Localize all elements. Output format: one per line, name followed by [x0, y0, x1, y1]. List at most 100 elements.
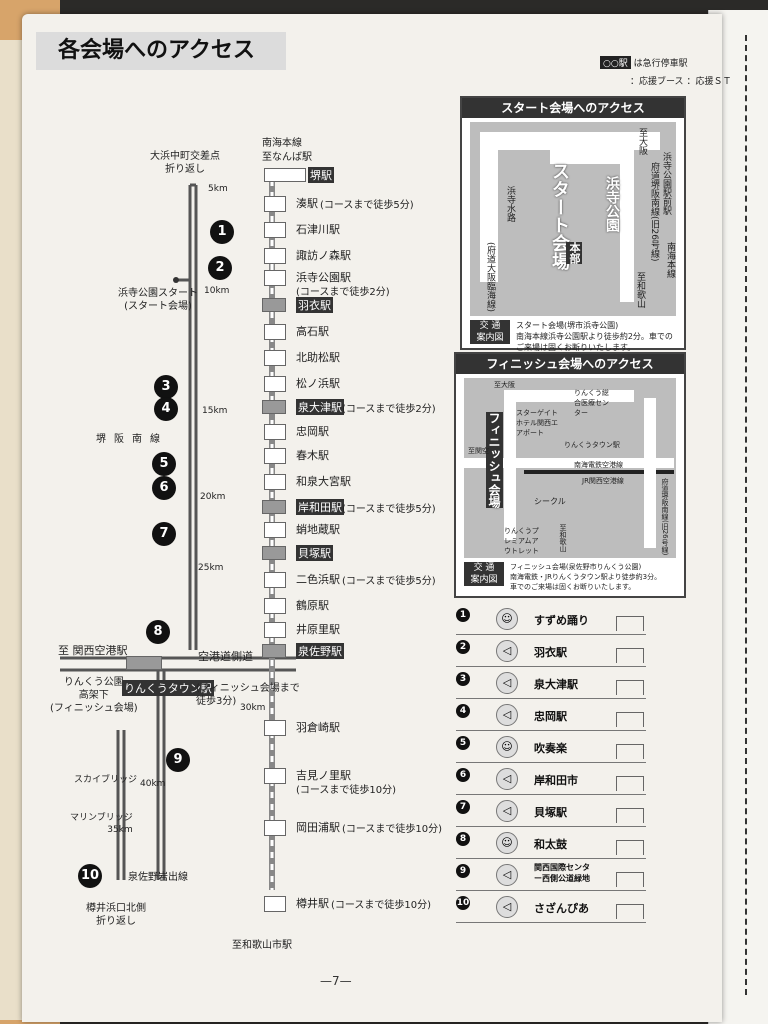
booth-bench-icon [616, 712, 644, 727]
start-map: スタート会場へのアクセス スタート会場 浜寺公園 本部 至大阪 府道堺阪南線(旧… [460, 96, 686, 352]
spot-marker-1: 1 [210, 220, 234, 244]
station-box [264, 896, 286, 912]
finish-map-header: フィニッシュ会場へのアクセス [456, 354, 684, 374]
spot-marker-9: 9 [166, 748, 190, 772]
marine-bridge-label: マリンブリッジ 35km [70, 813, 133, 835]
spot-marker-4: 4 [154, 397, 178, 421]
finish-map-info: 交 通 案内図 フィニッシュ会場(泉佐野市りんくう公園) 南海電鉄・JRりんくう… [464, 562, 676, 592]
rinku-station-box [126, 656, 162, 670]
station-box [262, 644, 286, 658]
spot-legend-row: 7◁貝塚駅 [456, 798, 646, 827]
finish-map-outlet: りんくうプレミアムアウトレット [504, 527, 539, 555]
station-box [262, 546, 286, 560]
finish-map-road-26: 府道堺阪南線(旧26号線) [661, 478, 669, 556]
booth-bench-icon [616, 904, 644, 919]
station-label: 湊駅 [296, 197, 318, 210]
legend-express-text: は急行停車駅 [633, 59, 688, 69]
booth-bench-icon [616, 872, 644, 887]
spot-legend-row: 8☺和太鼓 [456, 830, 646, 859]
finish-map-road-h1 [504, 390, 634, 402]
spot-marker-8: 8 [146, 620, 170, 644]
map-pin-icon: 4 [456, 704, 470, 718]
legend-support: ：応援ブース ：応援ＳＴ [630, 74, 731, 87]
finish-map-osaka: 至大阪 [494, 381, 515, 389]
finish-map-nankai: 南海電鉄空港線 [574, 461, 623, 469]
station-label: 鶴原駅 [296, 599, 329, 612]
megaphone-icon: ◁ [496, 896, 518, 918]
megaphone-icon: ◁ [496, 704, 518, 726]
station-box [264, 448, 286, 464]
legend-support-st: ：応援ＳＴ [686, 77, 732, 87]
smile-face-icon: ☺ [496, 832, 518, 854]
map-pin-icon: 1 [456, 608, 470, 622]
finish-map-hospital: りんくう総合医療センター [574, 389, 609, 417]
spot-name: 忠岡駅 [534, 710, 567, 723]
finish-map-jr: JR関西空港線 [582, 477, 624, 485]
kansai-label: 至 関西空港駅 [58, 644, 128, 657]
station-walk-note: (コースまで徒歩2分) [342, 404, 436, 415]
station-box [264, 820, 286, 836]
station-label: 樽井駅 [296, 897, 329, 910]
izumisano-road-label: 泉佐野岩出線 [128, 872, 188, 883]
start-map-venue: スタート会場 [549, 162, 570, 270]
start-map-road-26: 府道堺阪南線(旧26号線) [649, 162, 659, 262]
sky-bridge-label: スカイブリッジ [74, 775, 138, 785]
smile-face-icon: ☺ [496, 608, 518, 630]
station-box [264, 168, 306, 182]
finish-map-info-text: フィニッシュ会場(泉佐野市りんくう公園) 南海電鉄・JRりんくうタウン駅より徒歩… [510, 563, 662, 591]
finish-map-station: りんくうタウン駅 [564, 441, 620, 449]
to-namba-label: 至なんば駅 [262, 152, 312, 163]
spot-marker-5: 5 [152, 452, 176, 476]
start-map-park: 浜寺公園 [604, 176, 620, 232]
spot-name: 岸和田市 [534, 774, 578, 787]
station-label: 石津川駅 [296, 223, 340, 236]
station-walk-note: (コースまで徒歩5分) [342, 504, 436, 515]
finish-map-wakayama: 至和歌山 [559, 524, 567, 552]
start-map-body: スタート会場 浜寺公園 本部 至大阪 府道堺阪南線(旧26号線) 浜寺公園駅前駅… [470, 122, 676, 316]
station-label: 和泉大宮駅 [296, 475, 351, 488]
map-pin-icon: 3 [456, 672, 470, 686]
start-map-road-osaka: 至大阪 [637, 128, 647, 155]
station-walk-note: (コースまで徒歩10分) [296, 785, 397, 796]
station-label: 泉大津駅 [296, 399, 344, 415]
spot-name: 泉大津駅 [534, 678, 578, 691]
spot-name: 羽衣駅 [534, 646, 567, 659]
station-label: 羽衣駅 [296, 297, 333, 313]
spot-name: 和太鼓 [534, 838, 567, 851]
km-15: 15km [202, 406, 228, 416]
finish-map-seacle: シークル [534, 497, 566, 506]
map-pin-icon: 2 [456, 640, 470, 654]
bottom-turn-label: 樽井浜口北側 折り返し [86, 903, 146, 927]
megaphone-icon: ◁ [496, 640, 518, 662]
station-label: 岸和田駅 [296, 499, 344, 515]
station-box [264, 248, 286, 264]
legend-express: ○○駅 は急行停車駅 [600, 56, 688, 69]
page-number: —7— [320, 974, 352, 988]
station-walk-note: (コースまで徒歩5分) [320, 200, 414, 211]
station-box [264, 424, 286, 440]
finish-map-venue: フィニッシュ会場 [486, 412, 503, 508]
start-point-marker [173, 277, 179, 283]
road-label-mid: 堺阪南線 [96, 434, 168, 445]
start-map-nankai: 南海本線 [665, 242, 675, 278]
start-map-info-label: 交 通 案内図 [470, 320, 510, 344]
map-pin-icon: 9 [456, 864, 470, 878]
station-box [264, 572, 286, 588]
km-40: 40km [140, 779, 166, 789]
station-box [262, 298, 286, 312]
booth-bench-icon [616, 744, 644, 759]
booth-bench-icon [616, 808, 644, 823]
station-walk-note: (コースまで徒歩10分) [331, 900, 432, 911]
spot-legend-row: 4 ◁ 忠岡駅 [456, 702, 646, 731]
station-box [264, 598, 286, 614]
start-map-road-h2 [550, 150, 620, 164]
spot-legend-row: 9◁関西国際センター西側公道緑地 [456, 862, 646, 891]
course-lines [60, 183, 296, 880]
station-label: 諏訪ノ森駅 [296, 249, 351, 262]
spot-legend-row: 5☺吹奏楽 [456, 734, 646, 763]
start-map-wakayama: 至和歌山 [635, 272, 645, 308]
station-box [264, 270, 286, 286]
rail-line-label: 南海本線 [262, 138, 302, 149]
km-10: 10km [204, 286, 230, 296]
station-walk-note: (コースまで徒歩2分) [296, 287, 390, 298]
